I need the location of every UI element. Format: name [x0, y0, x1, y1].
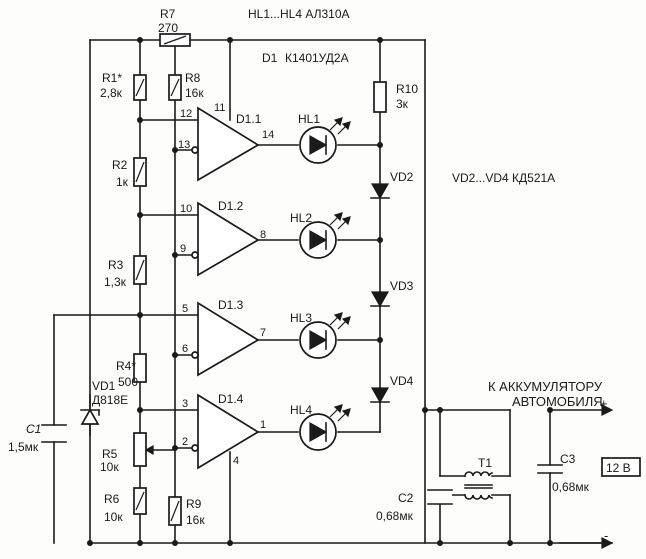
hl2-label: HL2	[290, 211, 312, 225]
diode-vd3	[370, 291, 390, 308]
d14-pin-plus: 3	[182, 398, 188, 410]
capacitor-c2	[427, 489, 453, 505]
r1-value: 2,8к	[100, 86, 123, 100]
r6-ref: R6	[104, 492, 120, 506]
led-hl1	[299, 117, 351, 164]
c1-value: 1,5мк	[8, 440, 39, 454]
voltage-box	[601, 457, 641, 477]
resistor-r7	[159, 33, 191, 47]
hl4-label: HL4	[290, 403, 312, 417]
r2-ref: R2	[112, 158, 128, 172]
r7-value: 270	[158, 21, 178, 35]
r4-value: 500	[118, 375, 138, 389]
resistor-r9	[168, 496, 182, 526]
r9-value: 16к	[186, 513, 205, 527]
c1-ref: C1	[26, 422, 41, 436]
output-arrows	[601, 404, 614, 549]
r5-value: 10к	[100, 460, 119, 474]
resistor-r5-trimmer	[133, 432, 154, 467]
capacitor-c3	[537, 464, 563, 474]
zener-vd1	[80, 394, 100, 436]
d14-pin-out: 1	[260, 419, 266, 431]
diode-vd4	[370, 387, 390, 404]
r2-value: 1к	[116, 175, 129, 189]
led-hl3	[299, 312, 351, 359]
opamp-d1-3	[191, 301, 260, 377]
d14-pin-minus: 2	[182, 436, 188, 448]
r10-value: 3к	[396, 97, 409, 111]
resistor-r10	[373, 81, 387, 113]
d11-pin-out: 14	[262, 129, 274, 141]
c2-value: 0,68мк	[376, 509, 414, 523]
resistor-r8	[168, 74, 182, 101]
resistor-r6	[133, 487, 147, 515]
c2-ref: C2	[398, 491, 414, 505]
c3-ref: C3	[560, 452, 576, 466]
r4-ref: R4*	[116, 359, 136, 373]
r9-ref: R9	[186, 497, 202, 511]
vd3-label: VD3	[390, 279, 414, 293]
d13-ref: D1.3	[218, 298, 244, 312]
junction-dots	[87, 37, 553, 546]
ic-type: К1401УД2А	[285, 51, 349, 65]
d14-ref: D1.4	[218, 392, 244, 406]
hl3-label: HL3	[290, 311, 312, 325]
r7-ref: R7	[160, 7, 176, 21]
output-plus: +	[600, 396, 608, 411]
led-hl2	[299, 212, 351, 259]
d11-ref: D1.1	[236, 112, 262, 126]
d12-pin-minus: 9	[180, 243, 186, 255]
output-line1: К АККУМУЛЯТОРУ	[488, 379, 603, 394]
output-line2: АВТОМОБИЛЯ	[512, 394, 603, 409]
led-hl4	[299, 404, 351, 451]
d13-pin-out: 7	[260, 327, 266, 339]
r8-ref: R8	[185, 71, 201, 85]
resistor-r3	[133, 255, 147, 285]
hl1-label: HL1	[298, 112, 320, 126]
r10-ref: R10	[396, 82, 418, 96]
diode-vd2	[370, 183, 390, 200]
d13-pin-plus: 5	[182, 303, 188, 315]
d11-pin-supply: 11	[214, 102, 225, 114]
r3-value: 1,3к	[104, 275, 127, 289]
opamp-d1-2	[191, 201, 260, 277]
transformer-t1	[464, 471, 493, 500]
voltage-label: 12 В	[606, 461, 631, 475]
opamp-d1-1	[191, 106, 260, 182]
d11-pin-minus: 13	[178, 139, 190, 151]
d14-pin-gnd: 4	[233, 455, 239, 467]
r6-value: 10к	[104, 510, 123, 524]
d12-pin-plus: 10	[180, 203, 192, 215]
resistor-r1	[133, 74, 147, 101]
output-minus: -	[604, 528, 608, 543]
vd4-label: VD4	[390, 374, 414, 388]
led-note: HL1...HL4 АЛ310А	[248, 7, 350, 21]
d12-pin-out: 8	[260, 229, 266, 241]
vd2-label: VD2	[390, 170, 414, 184]
d13-pin-minus: 6	[182, 343, 188, 355]
r5-ref: R5	[102, 447, 118, 461]
capacitor-c1	[41, 424, 67, 443]
d11-pin-plus: 12	[180, 108, 192, 120]
resistor-r4	[133, 353, 147, 383]
c3-value: 0,68мк	[552, 480, 590, 494]
opamp-d1-4	[191, 393, 260, 470]
diode-note: VD2...VD4 КД521А	[452, 171, 555, 185]
t1-label: T1	[478, 456, 492, 470]
r1-ref: R1*	[102, 71, 122, 85]
ic-ref: D1	[262, 51, 278, 65]
r3-ref: R3	[108, 258, 124, 272]
vd1-ref: VD1	[92, 379, 116, 393]
wiring	[53, 39, 613, 544]
resistor-r2	[133, 157, 147, 187]
r8-value: 16к	[185, 86, 204, 100]
vd1-type: Д818Е	[92, 393, 128, 407]
d12-ref: D1.2	[218, 199, 244, 213]
